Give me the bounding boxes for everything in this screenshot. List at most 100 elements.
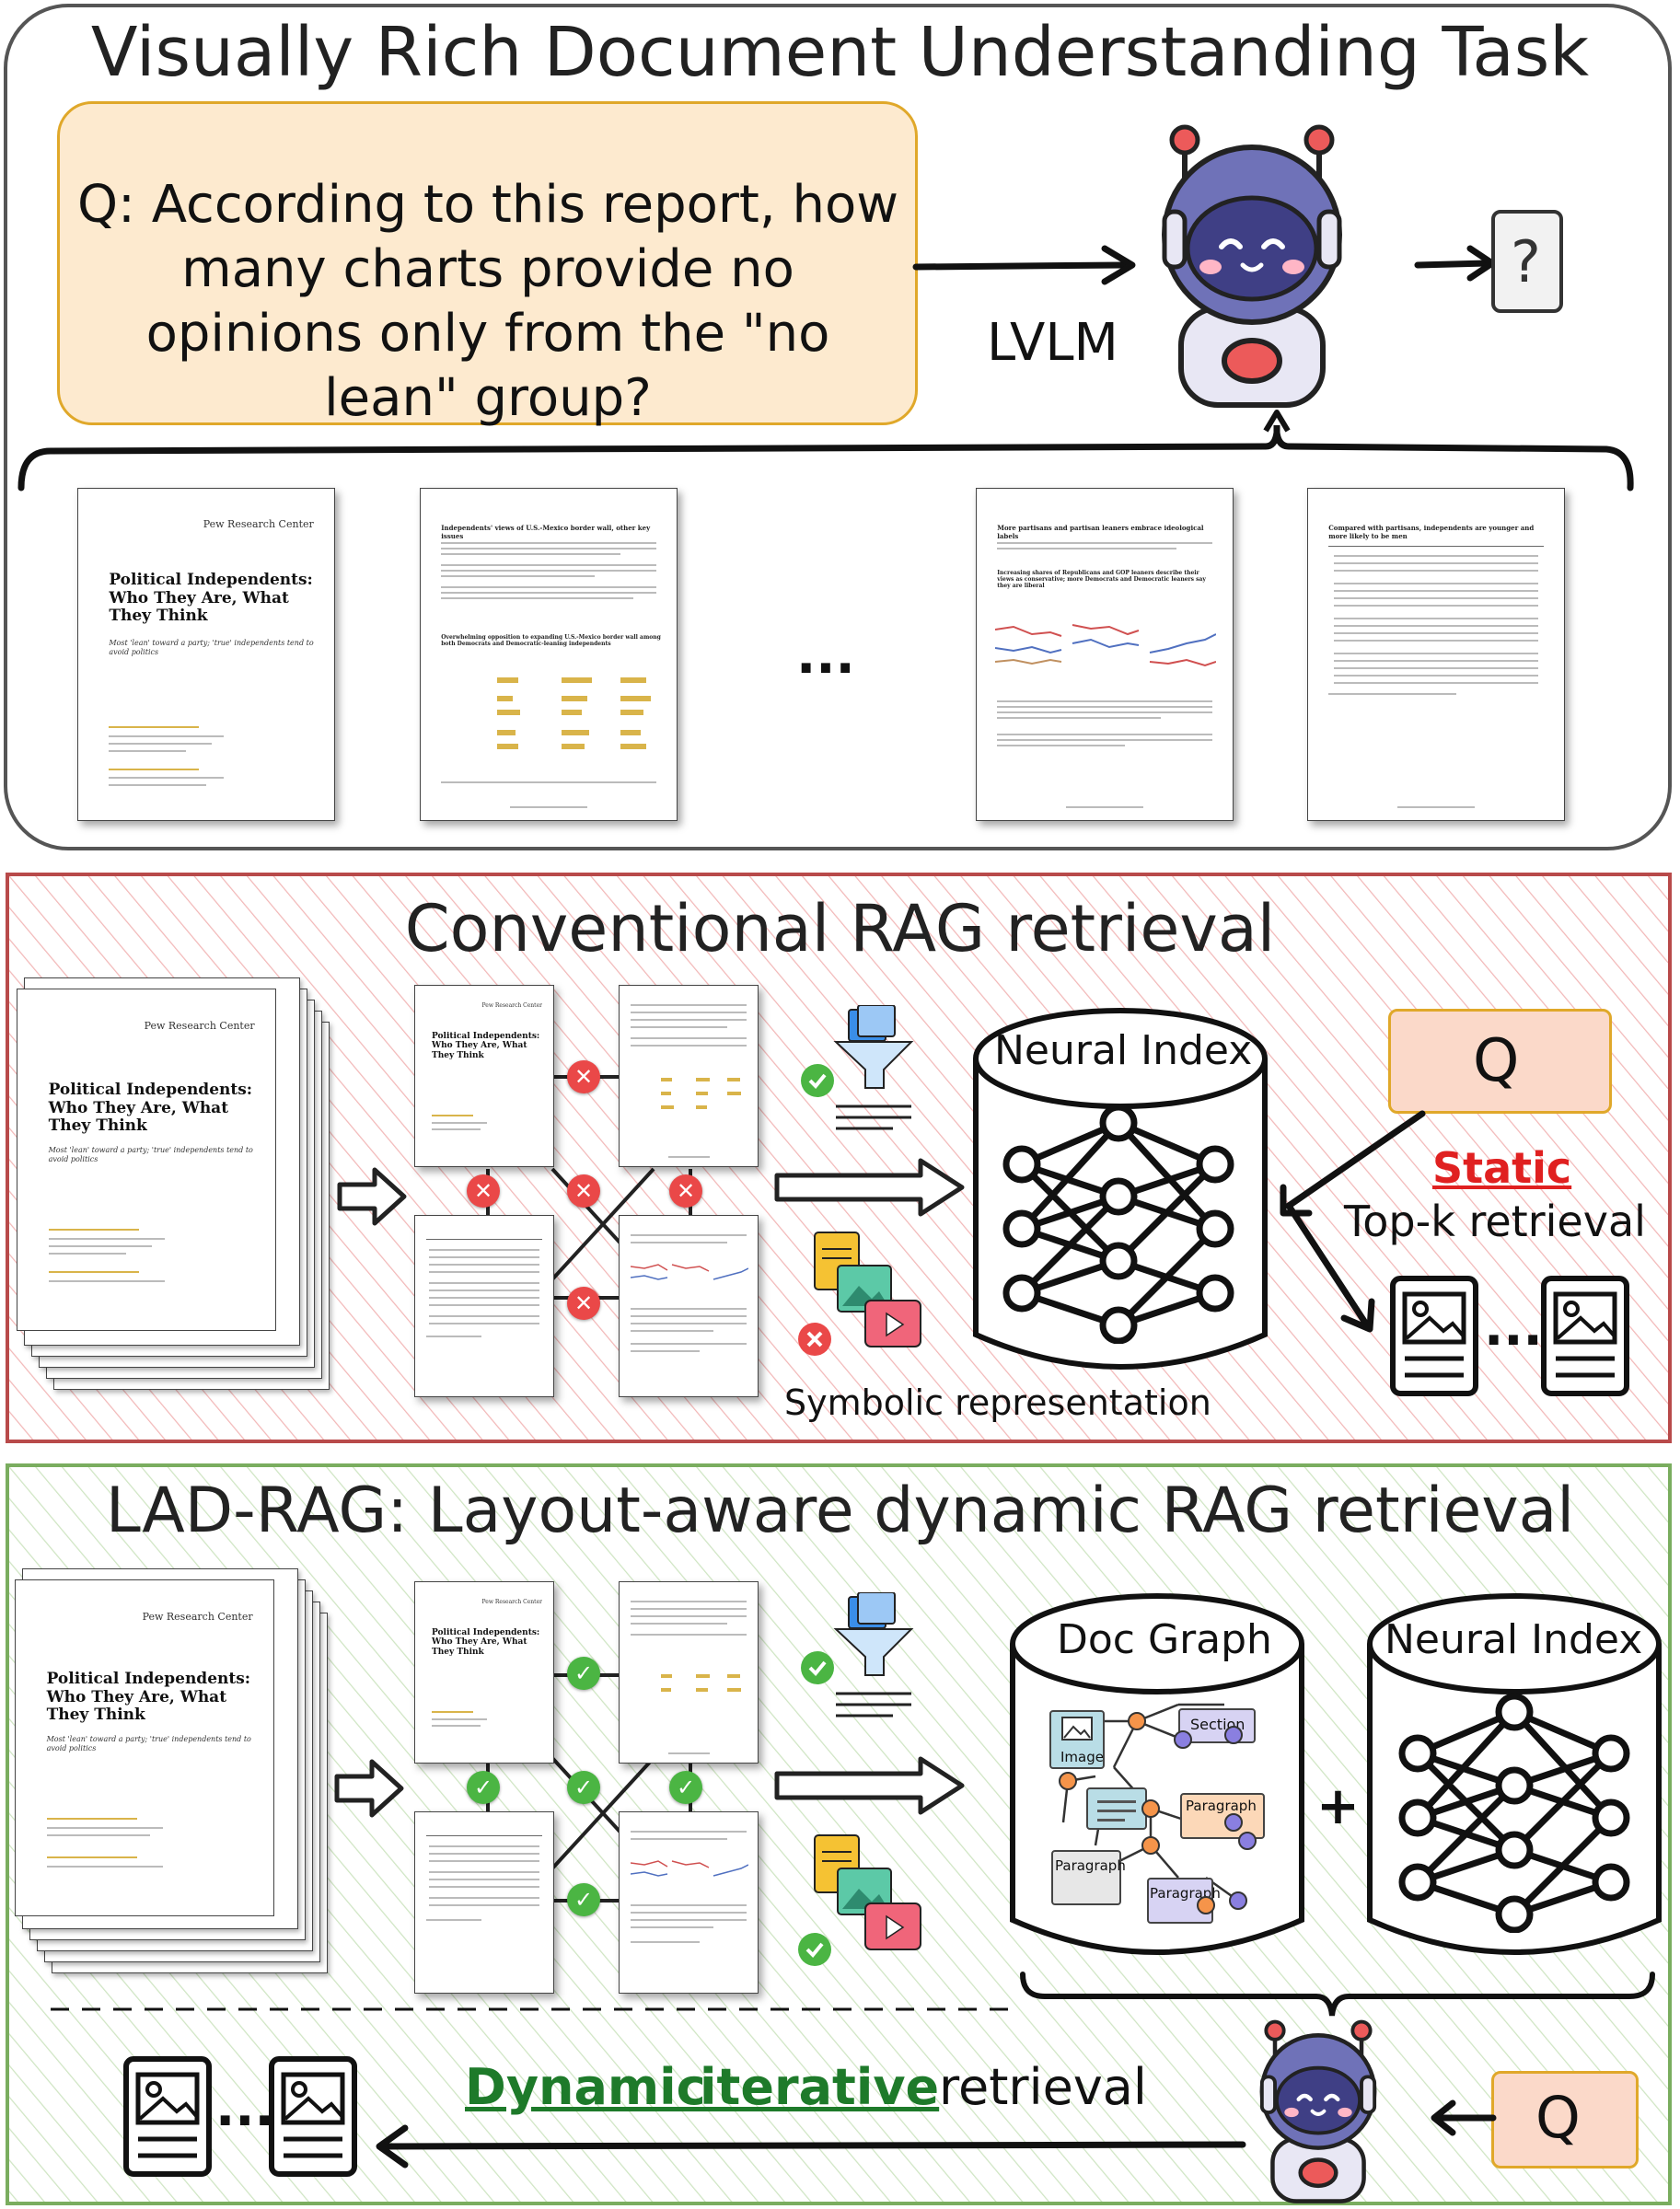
conv-neural-network-icon <box>1002 1104 1234 1344</box>
conv-split-arrow <box>337 1167 407 1226</box>
graph-node-section <box>1178 1708 1256 1743</box>
check-icon: ✓ <box>567 1771 600 1804</box>
robot-icon <box>1162 124 1342 408</box>
graph-node-paragraph <box>1180 1793 1265 1839</box>
page-subheading: Overwhelming opposition to expanding U.S… <box>441 634 661 647</box>
doc-page-cover: Pew Research Center Political Independen… <box>77 488 335 821</box>
dynamic-label: Dynamic <box>465 2058 706 2116</box>
conv-page-border-wall <box>619 985 759 1167</box>
task-title: Visually Rich Document Understanding Tas… <box>90 13 1590 92</box>
conventional-title: Conventional RAG retrieval <box>404 891 1276 966</box>
dashed-separator <box>51 2007 1017 2011</box>
page-heading: Independents' views of U.S.-Mexico borde… <box>441 524 651 540</box>
conv-stacked-document: Pew Research Center Political Independen… <box>17 989 276 1331</box>
page-heading: More partisans and partisan leaners embr… <box>997 524 1204 540</box>
lad-query-symbol: Q <box>1535 2084 1581 2151</box>
lad-page-demographics <box>414 1811 554 1994</box>
query-to-robot-arrow <box>1431 2099 1497 2136</box>
cross-icon: ✕ <box>567 1287 600 1320</box>
page-brand: Pew Research Center <box>203 518 314 531</box>
model-label: LVLM <box>987 313 1118 373</box>
lad-neural-network-icon <box>1398 1693 1630 1933</box>
conv-query-box <box>1388 1009 1612 1114</box>
cross-icon: ✕ <box>567 1060 600 1093</box>
retrieved-page-icon <box>1390 1276 1478 1396</box>
check-icon: ✓ <box>567 1657 600 1690</box>
conv-page-demographics <box>414 1215 554 1397</box>
doc-page-border-wall: Independents' views of U.S.-Mexico borde… <box>420 488 678 821</box>
conv-index-arrow <box>774 1158 965 1217</box>
page-heading: Compared with partisans, independents ar… <box>1328 524 1535 540</box>
page-brand: Pew Research Center <box>481 1001 542 1009</box>
conv-page-ideology <box>619 1215 759 1397</box>
page-brand: Pew Research Center <box>142 1610 253 1623</box>
page-title: Political Independents: Who They Are, Wh… <box>109 571 313 626</box>
cross-icon: ✕ <box>669 1174 702 1208</box>
page-subtitle: Most 'lean' toward a party; 'true' indep… <box>109 639 314 656</box>
graph-node-paragraph <box>1147 1878 1213 1924</box>
check-icon: ✓ <box>669 1771 702 1804</box>
symbolic-representation-label: Symbolic representation <box>784 1382 1211 1423</box>
lad-split-arrow <box>334 1759 404 1818</box>
page-title: Political Independents: Who They Are, Wh… <box>432 1032 540 1060</box>
page-brand: Pew Research Center <box>481 1598 542 1605</box>
graph-node-paragraph-label: Paragraph <box>1055 1857 1126 1874</box>
page-title: Political Independents: Who They Are, Wh… <box>46 1670 251 1725</box>
model-to-answer-arrow <box>1414 245 1496 282</box>
check-icon: ✓ <box>467 1771 500 1804</box>
lad-page-cover: Pew Research Center Political Independen… <box>414 1581 554 1764</box>
lad-neural-index-label: Neural Index <box>1385 1616 1643 1663</box>
page-subtitle: Most 'lean' toward a party; 'true' indep… <box>46 1735 251 1752</box>
retrieved-page-icon <box>1541 1276 1629 1396</box>
iterative-label: iterative <box>700 2058 940 2116</box>
lad-page-ideology <box>619 1811 759 1994</box>
conv-query-symbol: Q <box>1473 1027 1520 1095</box>
robot-small-icon <box>1259 2019 1377 2203</box>
question-box <box>57 101 918 425</box>
filter-icon <box>801 1592 914 1717</box>
answer-symbol: ? <box>1511 228 1541 295</box>
page-title: Political Independents: Who They Are, Wh… <box>48 1081 253 1136</box>
conv-neural-index-label: Neural Index <box>994 1027 1253 1074</box>
doc-page-ideology: More partisans and partisan leaners embr… <box>976 488 1234 821</box>
lad-stacked-document: Pew Research Center Political Independen… <box>15 1579 274 1916</box>
conv-query-arrows <box>1280 1110 1426 1333</box>
doc-page-demographics: Compared with partisans, independents ar… <box>1307 488 1565 821</box>
page-subheading: Increasing shares of Republicans and GOP… <box>997 570 1206 589</box>
static-label: Static <box>1432 1143 1572 1193</box>
question-text: Q: According to this report, how many ch… <box>76 175 899 428</box>
index-brace <box>1020 1972 1655 2017</box>
page-brand: Pew Research Center <box>144 1020 255 1033</box>
lad-retrieved-ellipsis: ... <box>215 2078 274 2138</box>
doc-graph-nodes <box>1059 1712 1257 1914</box>
filter-icon <box>801 1005 914 1130</box>
page-subtitle: Most 'lean' toward a party; 'true' indep… <box>48 1146 253 1163</box>
retrieved-page-icon <box>269 2056 357 2177</box>
graph-node-paragraph-label: Paragraph <box>1186 1798 1257 1814</box>
conv-page-cover: Pew Research Center Political Independen… <box>414 985 554 1167</box>
page-title: Political Independents: Who They Are, Wh… <box>432 1628 540 1657</box>
cross-icon: ✕ <box>567 1174 600 1208</box>
pages-brace <box>17 410 1634 492</box>
conv-retrieved-ellipsis: ... <box>1484 1298 1543 1358</box>
media-files-icon <box>798 1834 921 1966</box>
retrieved-page-icon <box>123 2056 212 2177</box>
dynamic-retrieval-arrow <box>376 2124 1246 2169</box>
lad-query-box <box>1491 2071 1639 2169</box>
pages-ellipsis: ... <box>796 626 855 686</box>
retrieval-label: retrieval <box>939 2058 1147 2116</box>
lad-index-arrow <box>774 1756 965 1815</box>
graph-node-paragraph <box>1051 1850 1121 1905</box>
cross-icon: ✕ <box>467 1174 500 1208</box>
lad-page-border-wall <box>619 1581 759 1764</box>
graph-node-text <box>1086 1787 1147 1830</box>
check-icon: ✓ <box>567 1883 600 1916</box>
image-icon <box>1061 1717 1093 1741</box>
plus-symbol: + <box>1316 1776 1360 1836</box>
doc-graph-label: Doc Graph <box>1057 1616 1272 1663</box>
graph-node-image-label: Image <box>1060 1749 1104 1765</box>
answer-box <box>1491 210 1563 313</box>
topk-retrieval-label: Top-k retrieval <box>1344 1197 1646 1246</box>
media-files-icon <box>798 1232 921 1356</box>
question-to-model-arrow <box>912 245 1136 285</box>
